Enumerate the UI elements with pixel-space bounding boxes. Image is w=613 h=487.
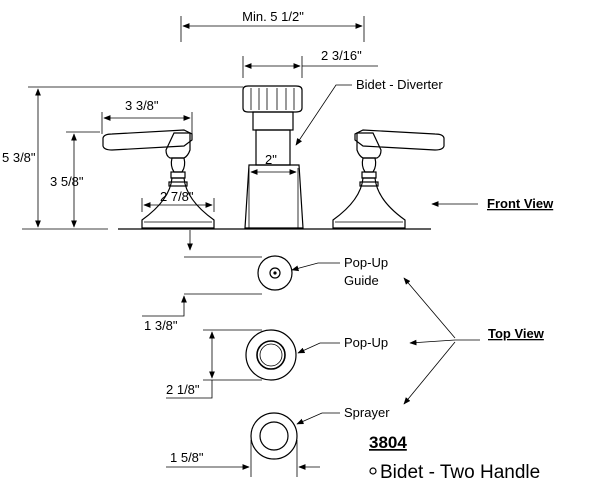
popup-dim-leader [166,380,213,399]
diverter-width-label: 2 3/16" [321,48,362,63]
popup-callout-label: Pop-Up [344,335,388,350]
model-bullet-icon [369,467,377,475]
top-view-arrow-sprayer [403,341,456,405]
base-width-label: 2 7/8" [160,189,194,204]
model-number: 3804 [369,433,407,452]
right-handle-faucet [332,129,445,229]
popup-guide-label-2: Guide [344,273,379,288]
diverter-leader [295,84,352,146]
popup-leader [297,342,340,354]
model-description: Bidet - Two Handle [380,462,540,483]
sprayer-width-label: 1 5/8" [170,450,204,465]
left-handle-faucet [102,129,215,229]
diverter-callout-label: Bidet - Diverter [356,77,443,92]
front-view-label: Front View [487,196,554,211]
handle-length-label: 3 3/8" [125,98,159,113]
top-view-arrow-guide [403,277,456,339]
guide-height-label: 1 3/8" [144,318,178,333]
sprayer-leader [296,412,340,425]
overall-height-label: 5 3/8" [2,150,36,165]
guide-dim-leader [142,302,185,317]
handle-height-label: 3 5/8" [50,174,84,189]
min-spread-label: Min. 5 1/2" [242,9,304,24]
popup-top [245,329,297,381]
top-view-arrow-popup [409,339,456,346]
sprayer-top [250,412,298,460]
popup-guide-top [257,255,293,291]
popup-height-label: 2 1/8" [166,382,200,397]
popup-guide-label-1: Pop-Up [344,255,388,270]
stem-width-label: 2" [265,152,277,167]
popup-guide-leader [291,262,340,272]
top-view-label: Top View [488,326,545,341]
bidet-diverter [242,85,304,229]
sprayer-callout-label: Sprayer [344,405,390,420]
